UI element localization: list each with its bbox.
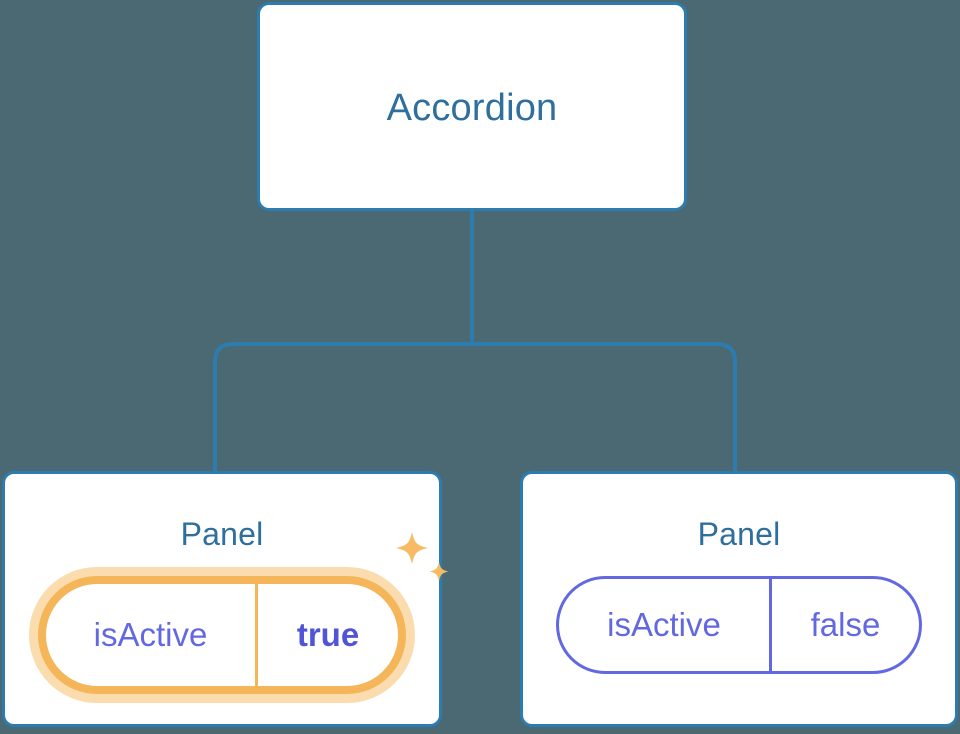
node-accordion[interactable]: Accordion — [257, 2, 687, 211]
node-panel-left[interactable]: Panel isActive true — [2, 471, 449, 727]
prop-value-isactive-left: true — [296, 616, 360, 653]
node-title-accordion: Accordion — [386, 86, 558, 129]
prop-pill-wrap-right: isActive false — [556, 576, 922, 674]
prop-pill-isactive-true[interactable]: isActive true — [38, 576, 406, 694]
prop-pill-isactive-false[interactable]: isActive false — [556, 576, 922, 674]
node-title-panel-left: Panel — [180, 516, 264, 552]
connector-branch-left — [213, 342, 472, 473]
prop-key-isactive-right: isActive — [559, 579, 772, 671]
node-panel-right[interactable]: Panel isActive false — [520, 471, 958, 727]
prop-pill-wrap-left: isActive true — [38, 532, 449, 694]
prop-value-isactive-right: false — [810, 606, 881, 643]
prop-key-isactive-left: isActive — [46, 584, 258, 686]
node-title-panel-right: Panel — [697, 516, 781, 552]
connector-branch-right — [472, 342, 737, 473]
